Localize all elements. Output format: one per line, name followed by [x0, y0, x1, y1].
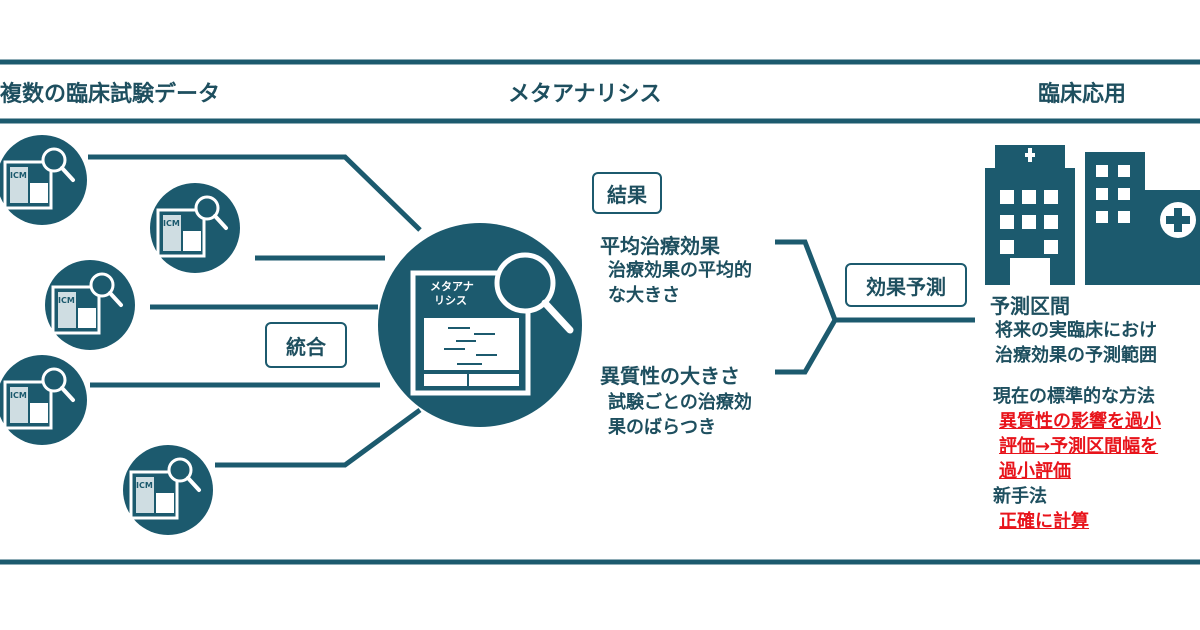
connector-line [215, 407, 422, 468]
study-document-icon: ICM [0, 355, 87, 445]
connector-line [775, 239, 975, 323]
svg-text:ICM: ICM [136, 481, 153, 490]
hospital-icon [985, 145, 1200, 285]
prediction-interval-title: 予測区間 [990, 294, 1070, 318]
desc-line: 果のばらつき [608, 417, 716, 438]
current-method-issue: 過小評価 [999, 461, 1071, 482]
result-label: 結果 [592, 172, 662, 214]
mean-effect-desc: 治療効果の平均的 な大きさ [608, 258, 752, 308]
current-method-issue: 異質性の影響を過小 [999, 411, 1161, 432]
desc-line: 試験ごとの治療効 [608, 392, 752, 413]
desc-line: 治療効果の平均的 [608, 260, 752, 281]
meta-icon-title-line: メタアナ [430, 280, 474, 293]
integrate-label: 統合 [265, 322, 347, 368]
svg-text:ICM: ICM [10, 391, 27, 400]
meta-icon-title: メタアナ リシス [430, 280, 474, 308]
study-document-icon: ICM [150, 183, 240, 273]
method-notes: 現在の標準的な方法 異質性の影響を過小 評価→予測区間幅を 過小評価 新手法 正… [993, 384, 1161, 534]
prediction-interval-desc: 将来の実臨床におけ 治療効果の予測範囲 [995, 318, 1157, 368]
svg-text:ICM: ICM [163, 219, 180, 228]
header-meta-analysis: メタアナリシス [508, 82, 662, 107]
prediction-label: 効果予測 [845, 263, 967, 307]
connector-line [88, 154, 422, 232]
mean-effect-title: 平均治療効果 [600, 234, 720, 258]
heterogeneity-title: 異質性の大きさ [600, 364, 740, 388]
header-clinical-application: 臨床応用 [1038, 82, 1127, 107]
header-studies: 複数の臨床試験データ [0, 82, 221, 107]
study-document-icon: ICM [45, 260, 135, 350]
current-method-issue: 評価→予測区間幅を [999, 436, 1159, 457]
new-method-benefit: 正確に計算 [999, 511, 1089, 532]
svg-text:ICM: ICM [10, 171, 27, 180]
study-document-icon: ICM [0, 135, 87, 225]
svg-text:ICM: ICM [58, 296, 75, 305]
connector-line [775, 318, 838, 375]
current-method-label: 現在の標準的な方法 [993, 386, 1155, 407]
study-document-icon: ICM [123, 445, 213, 535]
desc-line: 治療効果の予測範囲 [995, 345, 1157, 366]
desc-line: 将来の実臨床におけ [995, 320, 1157, 341]
desc-line: な大きさ [608, 285, 680, 306]
meta-icon-title-line: リシス [434, 294, 467, 307]
new-method-label: 新手法 [993, 486, 1047, 507]
meta-analysis-icon [378, 223, 582, 427]
heterogeneity-desc: 試験ごとの治療効 果のばらつき [608, 390, 752, 440]
